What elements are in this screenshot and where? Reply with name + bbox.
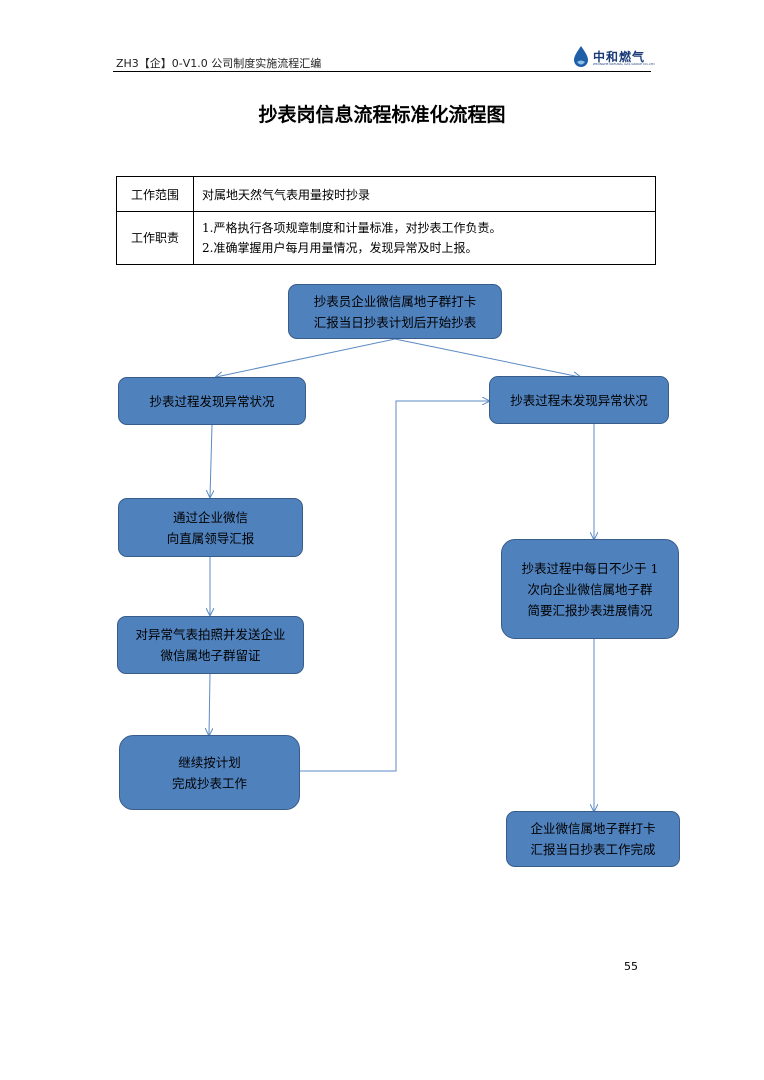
- flow-start-box: 抄表员企业微信属地子群打卡 汇报当日抄表计划后开始抄表: [288, 284, 502, 339]
- flow-end-box: 企业微信属地子群打卡 汇报当日抄表工作完成: [506, 811, 680, 867]
- arrow-left-step2-down: [209, 673, 210, 735]
- document-code: ZH3【企】0-V1.0 公司制度实施流程汇编: [116, 57, 322, 70]
- box-line: 汇报当日抄表计划后开始抄表: [313, 314, 477, 330]
- box-line: 微信属地子群留证: [160, 648, 261, 663]
- header-rule: [113, 71, 651, 72]
- box-line: 继续按计划: [178, 754, 241, 770]
- row-content: 对属地天然气气表用量按时抄录: [193, 176, 656, 212]
- logo-subtext: ZHONGHE NATURAL GAS GROUP CO.,LTD: [593, 62, 655, 66]
- box-line: 对异常气表拍照并发送企业: [135, 627, 286, 642]
- box-line: 次向企业微信属地子群: [527, 581, 653, 597]
- box-line: 简要汇报抄表进展情况: [527, 602, 653, 618]
- content-line: 1.严格执行各项规章制度和计量标准，对抄表工作负责。: [202, 221, 502, 235]
- box-line: 通过企业微信: [172, 509, 248, 525]
- arrow-start-to-right: [394, 338, 580, 377]
- flow-no-anomaly-box: 抄表过程未发现异常状况: [489, 376, 669, 424]
- arrow-left-branch-down: [210, 424, 212, 497]
- table-row: 工作职责 1.严格执行各项规章制度和计量标准，对抄表工作负责。 2.准确掌握用户…: [116, 211, 656, 265]
- page-number: 55: [624, 960, 638, 973]
- flame-drop-icon: [574, 46, 588, 67]
- row-label: 工作职责: [116, 211, 194, 265]
- box-line: 完成抄表工作: [171, 775, 247, 791]
- box-line: 抄表过程中每日不少于 1: [521, 560, 659, 576]
- box-line: 向直属领导汇报: [166, 530, 255, 546]
- row-label: 工作范围: [116, 176, 194, 212]
- box-line: 企业微信属地子群打卡: [530, 821, 656, 836]
- flow-report-leader-box: 通过企业微信 向直属领导汇报: [118, 498, 303, 557]
- row-content: 1.严格执行各项规章制度和计量标准，对抄表工作负责。 2.准确掌握用户每月用量情…: [193, 211, 656, 265]
- flow-photo-evidence-box: 对异常气表拍照并发送企业 微信属地子群留证: [117, 616, 304, 674]
- table-row: 工作范围 对属地天然气气表用量按时抄录: [116, 176, 656, 212]
- content-line: 对属地天然气气表用量按时抄录: [202, 187, 371, 202]
- logo-text: 中和燃气: [593, 50, 646, 64]
- box-line: 汇报当日抄表工作完成: [530, 842, 656, 857]
- arrow-left-step3-to-right: [300, 401, 489, 772]
- flow-anomaly-found-box: 抄表过程发现异常状况: [118, 377, 306, 425]
- box-line: 抄表过程未发现异常状况: [510, 392, 648, 408]
- box-line: 抄表过程发现异常状况: [149, 393, 275, 409]
- box-line: 抄表员企业微信属地子群打卡: [313, 293, 477, 309]
- flow-daily-report-box: 抄表过程中每日不少于 1 次向企业微信属地子群 简要汇报抄表进展情况: [501, 539, 679, 639]
- info-table: 工作范围 对属地天然气气表用量按时抄录 工作职责 1.严格执行各项规章制度和计量…: [116, 176, 656, 265]
- page-title: 抄表岗信息流程标准化流程图: [258, 104, 506, 126]
- arrow-start-to-left: [216, 338, 396, 377]
- content-line: 2.准确掌握用户每月用量情况，发现异常及时上报。: [202, 241, 478, 255]
- company-logo: 中和燃气 ZHONGHE NATURAL GAS GROUP CO.,LTD: [571, 45, 655, 69]
- flow-continue-box: 继续按计划 完成抄表工作: [119, 735, 300, 810]
